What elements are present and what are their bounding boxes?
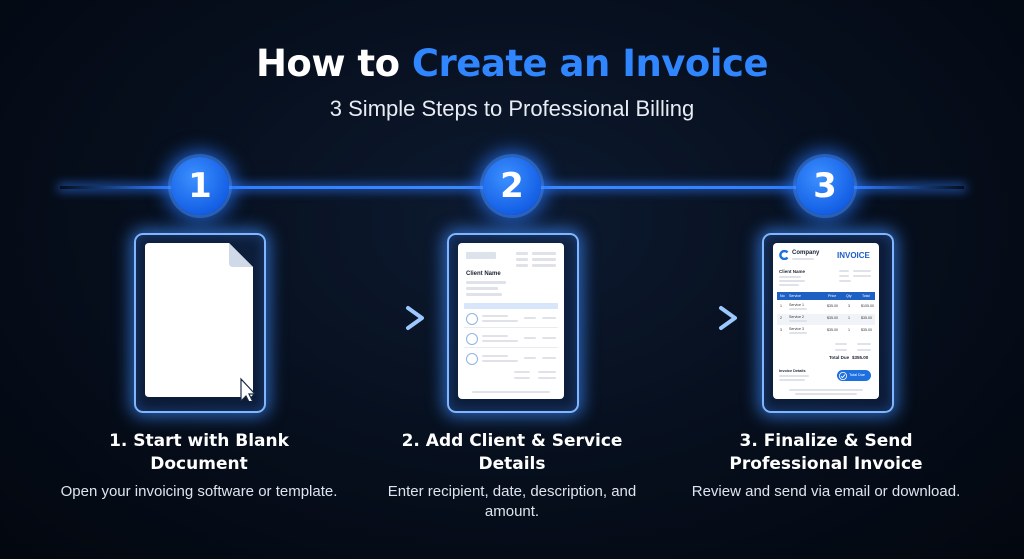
invoice-title: INVOICE — [837, 251, 870, 260]
step-1-card — [134, 233, 266, 413]
invoice-total-value: $355.00 — [852, 355, 869, 360]
form-heading: Client Name — [466, 271, 501, 277]
dollar-icon — [466, 353, 478, 365]
total-due-button: Total Due — [837, 370, 871, 381]
step-2-title: 2. Add Client & Service Details — [401, 431, 623, 474]
title-prefix: How to — [255, 42, 412, 85]
arrow-right-icon — [284, 306, 424, 330]
step-2-description: Enter recipient, date, description, and … — [387, 483, 637, 520]
title-highlight: Create an Invoice — [411, 42, 769, 85]
page-subtitle: 3 Simple Steps to Professional Billing — [329, 96, 695, 121]
step-2-card: Client Name — [447, 233, 579, 413]
pencil-icon — [466, 333, 478, 345]
step-3-card: Company INVOICE Client Name No Service P… — [762, 233, 894, 413]
invoice-table-header: No Service Price Qty Total — [777, 292, 875, 300]
form-document-icon: Client Name — [458, 243, 564, 399]
invoice-total-label: Total Due — [829, 355, 850, 360]
invoice-document-icon: Company INVOICE Client Name No Service P… — [773, 243, 879, 399]
step-2-badge: 2 — [483, 157, 541, 215]
step-1-badge: 1 — [171, 157, 229, 215]
company-logo-icon — [779, 250, 789, 260]
person-icon — [466, 313, 478, 325]
step-1-title: 1. Start with Blank Document — [109, 431, 289, 474]
step-1-description: Open your invoicing software or template… — [60, 483, 338, 500]
page-title: How to Create an Invoice — [0, 42, 1024, 85]
table-row: 3 Service 3 $35.00 1 $35.00 — [780, 327, 872, 334]
blank-document-icon — [145, 243, 255, 401]
table-row: 2 Service 2 $35.00 1 $35.00 — [777, 314, 875, 325]
table-row: 1 Service 1 $35.00 3 $105.00 — [780, 303, 874, 310]
step-3-title: 3. Finalize & Send Professional Invoice — [729, 431, 923, 474]
arrow-right-icon — [597, 306, 737, 330]
step-3-badge: 3 — [796, 157, 854, 215]
invoice-notes-heading: Invoice Details — [779, 369, 806, 373]
step-3-description: Review and send via email or download. — [691, 483, 961, 500]
invoice-bill-to: Client Name — [779, 269, 806, 274]
check-icon — [839, 371, 847, 380]
invoice-company: Company — [792, 250, 820, 256]
